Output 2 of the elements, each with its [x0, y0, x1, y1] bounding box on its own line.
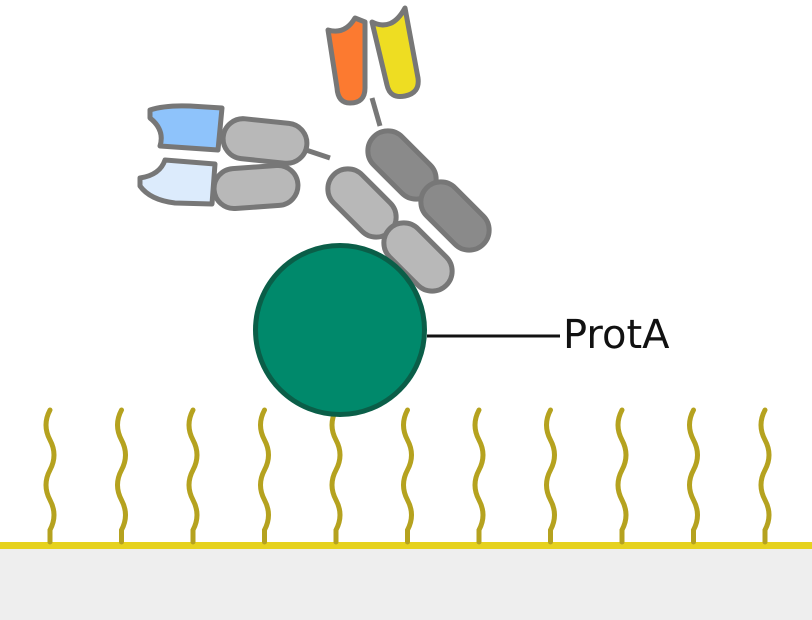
part-label: ProtA — [563, 312, 670, 358]
leader-line — [427, 334, 560, 338]
